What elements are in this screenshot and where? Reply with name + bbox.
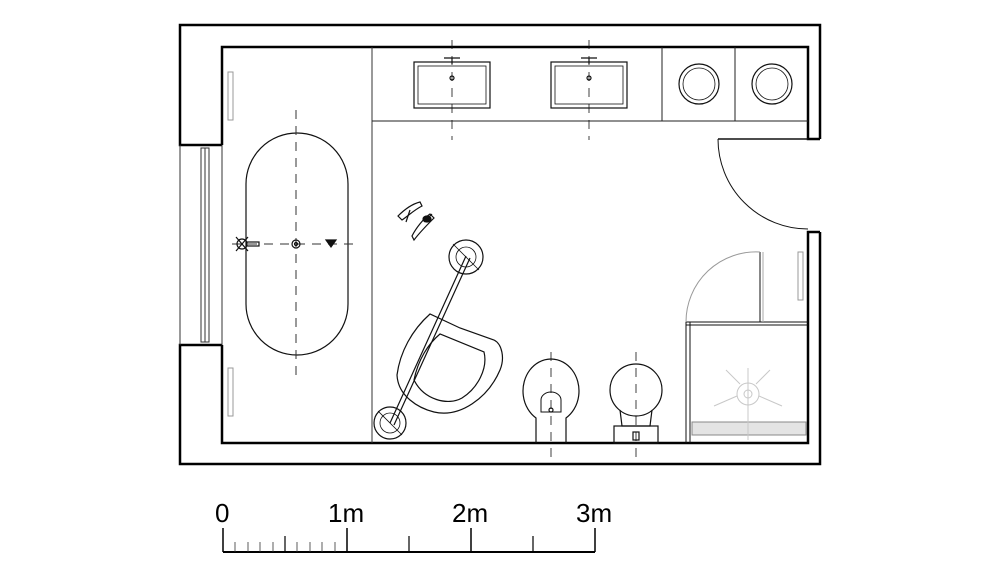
- shower-head-icon: [713, 368, 783, 440]
- lounge-chair: [389, 255, 504, 426]
- faucet-icon: [235, 236, 260, 252]
- scale-label-0: 0: [215, 498, 230, 528]
- bathtub: [232, 110, 360, 378]
- vanity-counter: [372, 47, 808, 122]
- shower: [685, 251, 808, 443]
- shoes-icon: [397, 201, 435, 242]
- scale-label-2m: 2m: [452, 498, 489, 528]
- door: [717, 138, 809, 230]
- floor-lamp-top: [448, 239, 484, 275]
- outer-wall-lower: [178, 232, 822, 466]
- scale-bar: [222, 528, 596, 553]
- washing-machine: [678, 63, 720, 105]
- drain-icon: [324, 239, 338, 249]
- scale-label-1m: 1m: [328, 498, 365, 528]
- outer-wall: [178, 23, 822, 147]
- sink-right: [550, 40, 628, 140]
- scale-label-3m: 3m: [576, 498, 613, 528]
- floor-lamp-base: [373, 406, 407, 440]
- towel-rail: [227, 71, 804, 417]
- walls: [178, 23, 822, 466]
- inner-wall-lower: [220, 230, 820, 445]
- bidet: [522, 352, 580, 458]
- sink-left: [413, 40, 491, 140]
- window: [179, 145, 223, 345]
- toilet: [609, 352, 663, 458]
- inner-wall: [220, 45, 820, 145]
- tumble-dryer: [751, 63, 793, 105]
